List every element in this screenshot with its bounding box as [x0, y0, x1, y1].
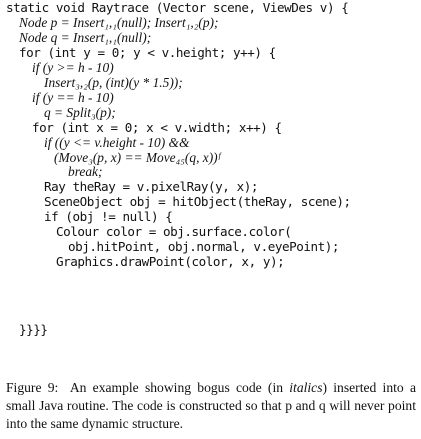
figure-label: Figure 9: — [6, 380, 59, 395]
code-line: for (int x = 0; x < v.width; x++) { — [32, 120, 282, 135]
code-line: static void Raytrace (Vector scene, View… — [6, 0, 349, 15]
code-line: Colour color = obj.surface.color( — [56, 224, 292, 239]
code-line: obj.hitPoint, obj.normal, v.eyePoint); — [68, 239, 340, 254]
caption-emphasis: italics — [289, 380, 323, 395]
code-line: SceneObject obj = hitObject(theRay, scen… — [44, 194, 351, 209]
bogus-code-line: Node p = Insert₁,₁(null); Insert₁,₂(p); — [19, 15, 219, 30]
bogus-code-line: break; — [68, 164, 103, 179]
bogus-code-line: Node q = Insert₁,₁(null); — [19, 30, 152, 45]
bogus-code-line: if ((y <= v.height - 10) && — [44, 135, 190, 150]
caption-text-continued: ) inserted into a small Java routine. Th… — [6, 380, 416, 431]
bogus-code-line: (Move₃(p, x) == Move₄₅(q, x))ᶠ — [54, 150, 220, 165]
bogus-code-line: if (y >= h - 10) — [32, 60, 114, 75]
code-line: Ray theRay = v.pixelRay(y, x); — [44, 179, 258, 194]
bogus-code-line: q = Split₃(p); — [44, 105, 116, 120]
code-line: if (obj != null) { — [44, 209, 173, 224]
code-line: Graphics.drawPoint(color, x, y); — [56, 254, 285, 269]
code-line: for (int y = 0; y < v.height; y++) { — [19, 45, 276, 60]
bogus-code-line: if (y == h - 10) — [32, 90, 114, 105]
bogus-code-line: Insert₃,₂(p, (int)(y * 1.5)); — [44, 75, 183, 90]
figure-caption: Figure 9: An example showing bogus code … — [6, 379, 416, 433]
code-line: }}}} — [19, 322, 48, 337]
caption-text: An example showing bogus code (in — [69, 380, 284, 395]
